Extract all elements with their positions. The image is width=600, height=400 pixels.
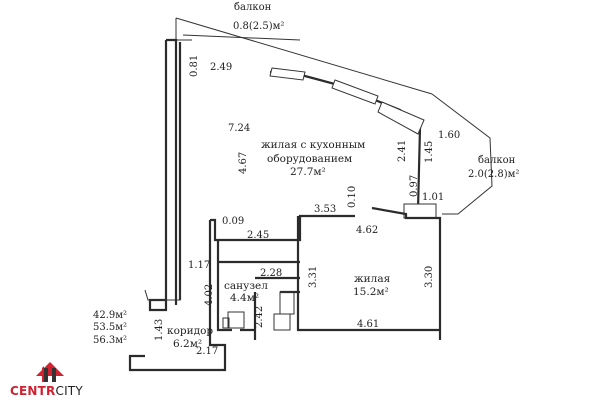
total-area-3: 56.3м² — [93, 335, 127, 346]
dim-2-41: 2.41 — [397, 140, 408, 162]
dim-3-30: 3.30 — [424, 266, 435, 288]
fixture-4 — [279, 291, 295, 315]
balcony-right-name: балкон — [478, 155, 516, 166]
room-living-kitchen-area: 27.7м² — [290, 166, 326, 178]
balcony-right-outline — [431, 93, 493, 215]
dim-4-02: 4.02 — [204, 284, 215, 306]
window-3 — [377, 101, 425, 135]
brand-part-1: CENTR — [10, 384, 56, 398]
dim-3-31: 3.31 — [308, 266, 319, 288]
brand-logo-icon — [36, 362, 64, 382]
balcony-top-area: 0.8(2.5)м² — [233, 21, 284, 32]
room-bathroom-area: 4.4м² — [230, 292, 259, 304]
total-area-2: 53.5м² — [93, 322, 127, 333]
dim-2-42: 2.42 — [254, 306, 265, 328]
dim-2-45: 2.45 — [247, 230, 269, 241]
dim-1-01: 1.01 — [422, 192, 444, 203]
dim-4-62: 4.62 — [356, 225, 378, 236]
room-corridor-name: коридор — [167, 325, 213, 337]
window-4 — [403, 203, 437, 219]
dim-2-17: 2.17 — [196, 346, 218, 357]
room-bathroom-name: санузел — [224, 280, 268, 292]
dim-0-10: 0.10 — [347, 186, 358, 208]
dim-0-09: 0.09 — [222, 216, 244, 227]
dim-7-24: 7.24 — [228, 123, 250, 134]
balcony-right-area: 2.0(2.8)м² — [468, 169, 519, 180]
window-2 — [331, 79, 379, 105]
dim-2-49: 2.49 — [210, 62, 232, 73]
balcony-top-outline — [175, 17, 433, 95]
brand-part-2: CITY — [55, 384, 83, 398]
dim-4-67: 4.67 — [238, 152, 249, 174]
dim-1-17: 1.17 — [188, 260, 210, 271]
fixture-1 — [227, 311, 245, 329]
fixture-3 — [222, 317, 230, 329]
room-living-area: 15.2м² — [353, 286, 389, 298]
balcony-top-divider — [182, 34, 301, 41]
outer-wall — [148, 38, 182, 312]
room-living-kitchen-name-2: оборудованием — [267, 153, 352, 165]
dim-1-60: 1.60 — [438, 130, 460, 141]
fixture-2 — [273, 313, 291, 331]
door-corridor — [144, 289, 181, 301]
room-living-kitchen-name-1: жилая с кухонным — [261, 139, 365, 151]
balcony-top-name: балкон — [234, 2, 272, 13]
room-living-name: жилая — [354, 273, 391, 285]
dim-4-61: 4.61 — [357, 319, 379, 330]
dim-2-28: 2.28 — [260, 268, 282, 279]
brand-logo: CENTRCITY — [10, 384, 83, 398]
total-area-1: 42.9м² — [93, 310, 127, 321]
dim-0-97: 0.97 — [409, 175, 420, 197]
room-corridor-area: 6.2м² — [173, 338, 202, 350]
dim-1-45: 1.45 — [424, 141, 435, 163]
dim-3-53: 3.53 — [314, 204, 336, 215]
window-1 — [269, 67, 306, 81]
dim-0-81: 0.81 — [189, 55, 200, 77]
dim-1-43: 1.43 — [154, 319, 165, 341]
